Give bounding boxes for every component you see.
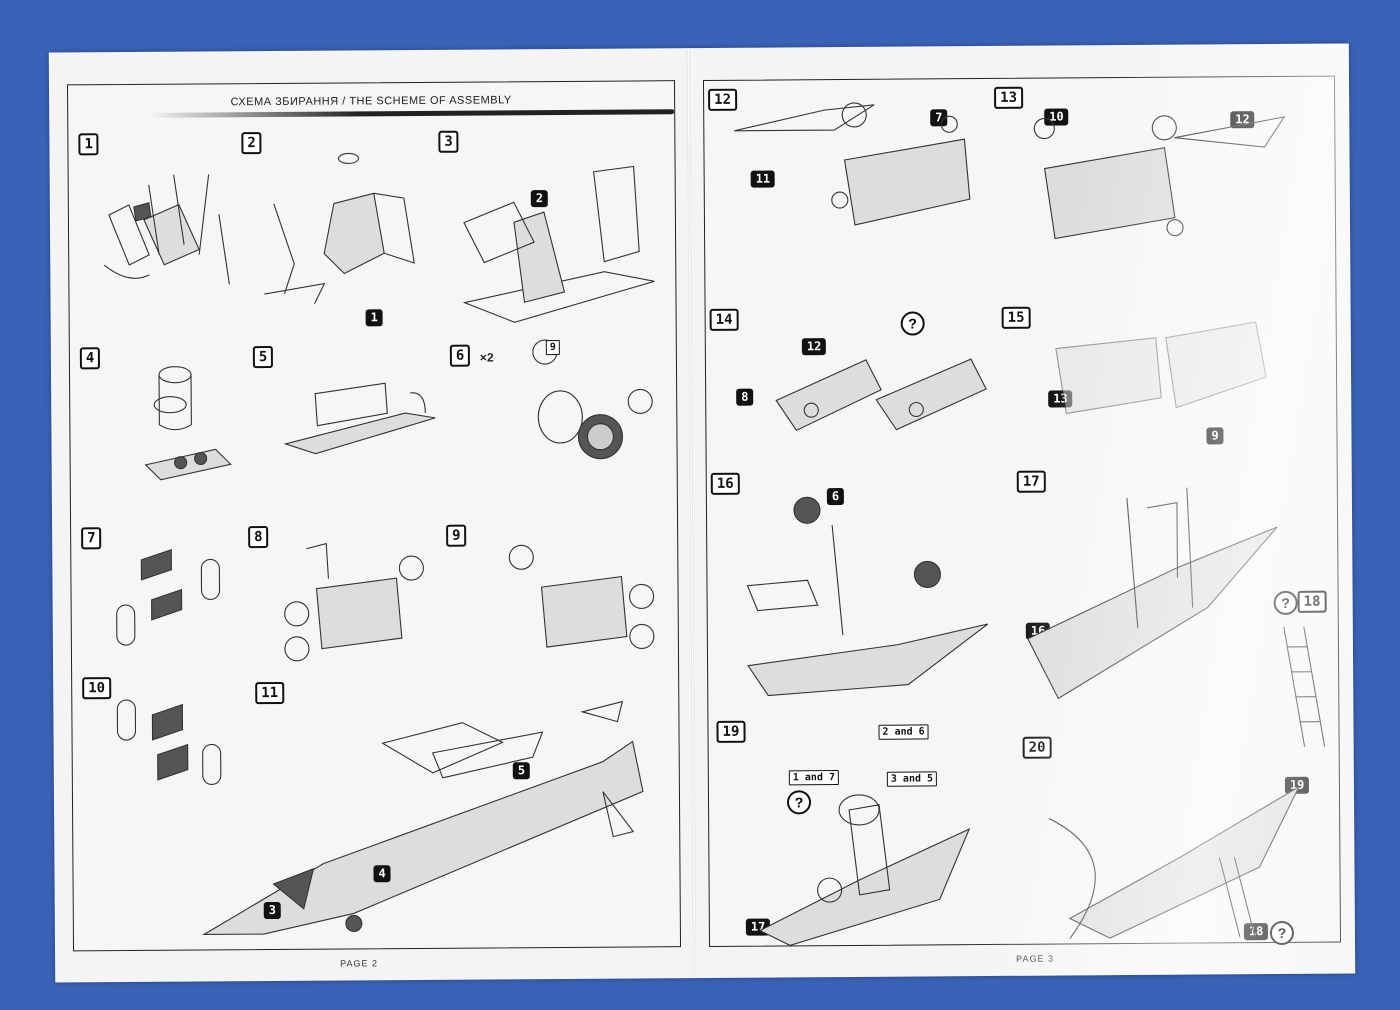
step-14-ref-8a: 8 (736, 388, 754, 406)
header-title: СХЕМА ЗБИРАННЯ / THE SCHEME OF ASSEMBLY (230, 94, 512, 109)
step-10-drawing (116, 699, 222, 785)
step-16-drawing (746, 496, 989, 697)
step-2-drawing (264, 152, 415, 304)
step-4-badge: 4 (79, 347, 101, 370)
step-8-drawing (284, 542, 424, 662)
step-11-ref-5: 5 (512, 762, 531, 780)
step-11-ref-4: 4 (373, 865, 391, 883)
step-6-drawing (532, 339, 653, 460)
page-3: 12 11 7 13 10 12 14 12 8 ? 15 13 9 (702, 75, 1342, 964)
step-5-badge: 5 (252, 345, 274, 369)
step-13-badge: 13 (994, 86, 1024, 109)
step-12-badge: 12 (708, 88, 738, 111)
step-6-part-ref: 9 (545, 339, 560, 356)
step-5-drawing (283, 382, 436, 455)
step-2-target-ref: 1 (365, 309, 383, 327)
step-20-drawing (1048, 785, 1301, 939)
step-14-badge: 14 (709, 308, 739, 331)
step-18-badge: 18 (1297, 590, 1327, 613)
step-4-drawing (144, 366, 232, 481)
step-7-drawing (116, 548, 221, 646)
step-16-badge: 16 (710, 472, 740, 495)
question-icon-18: ? (1273, 590, 1298, 616)
step-3-drawing (462, 165, 655, 323)
step-9-badge: 9 (446, 524, 467, 547)
step-17-drawing (1027, 487, 1278, 700)
page-2: СХЕМА ЗБИРАННЯ / THE SCHEME OF ASSEMBLY … (66, 80, 682, 969)
step-6-multiplier: ×2 (479, 350, 494, 365)
step-1-drawing (103, 174, 230, 285)
step-11-drawing (201, 700, 644, 936)
step-11-ref-3: 3 (263, 901, 282, 920)
step-9-drawing (508, 544, 655, 649)
step-6-badge: 6 (449, 344, 471, 367)
header-bar (148, 109, 675, 118)
instruction-sheet: СХЕМА ЗБИРАННЯ / THE SCHEME OF ASSEMBLY … (48, 43, 1356, 983)
step-14-drawing (775, 358, 987, 432)
step-7-badge: 7 (81, 527, 102, 550)
step-13-drawing (1033, 115, 1286, 240)
step-15-badge: 15 (1001, 306, 1031, 329)
page-3-number: PAGE 3 (1016, 953, 1055, 964)
assembly-header: СХЕМА ЗБИРАННЯ / THE SCHEME OF ASSEMBLY (68, 89, 675, 123)
page-fold (686, 48, 697, 979)
step-15-drawing (1055, 321, 1267, 415)
step-19-badge: 19 (716, 720, 746, 743)
page-2-number: PAGE 2 (340, 958, 379, 969)
step-19-drawing (758, 794, 971, 946)
step-12-drawing (734, 102, 971, 226)
